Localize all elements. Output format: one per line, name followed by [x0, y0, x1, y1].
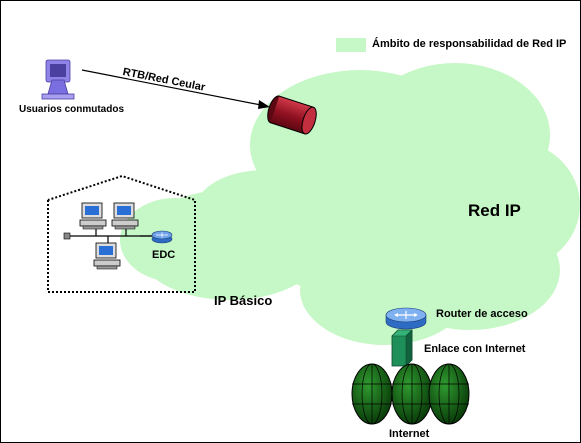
- workstation-icon: [111, 202, 139, 230]
- edc-router-icon: [140, 230, 173, 244]
- internet-link-label: Enlace con Internet: [424, 343, 526, 355]
- globe-icon: [351, 363, 393, 425]
- legend-swatch: [336, 38, 366, 52]
- workstation-icon: [93, 242, 121, 270]
- computer-user-icon: [41, 59, 75, 100]
- dialup-users-label: Usuarios conmutados: [19, 104, 125, 115]
- link-connector-icon: [391, 329, 413, 367]
- access-server-icon: [267, 95, 317, 135]
- red-ip-cloud: [120, 63, 580, 345]
- edc-label: EDC: [152, 249, 176, 261]
- router-label: Router de acceso: [436, 308, 528, 320]
- ip-basico-label: IP Básico: [214, 293, 273, 308]
- dialup-link: [81, 69, 270, 109]
- globe-icon: [391, 363, 433, 425]
- legend-label: Ámbito de responsabilidad de Red IP: [372, 38, 567, 50]
- customer-premises: [47, 174, 196, 293]
- access-router-icon: [385, 307, 427, 330]
- workstation-icon: [79, 202, 107, 230]
- red-ip-label: Red IP: [468, 201, 521, 220]
- lan-terminator: [63, 232, 71, 240]
- globe-icon: [428, 363, 470, 425]
- internet-label: Internet: [389, 428, 430, 440]
